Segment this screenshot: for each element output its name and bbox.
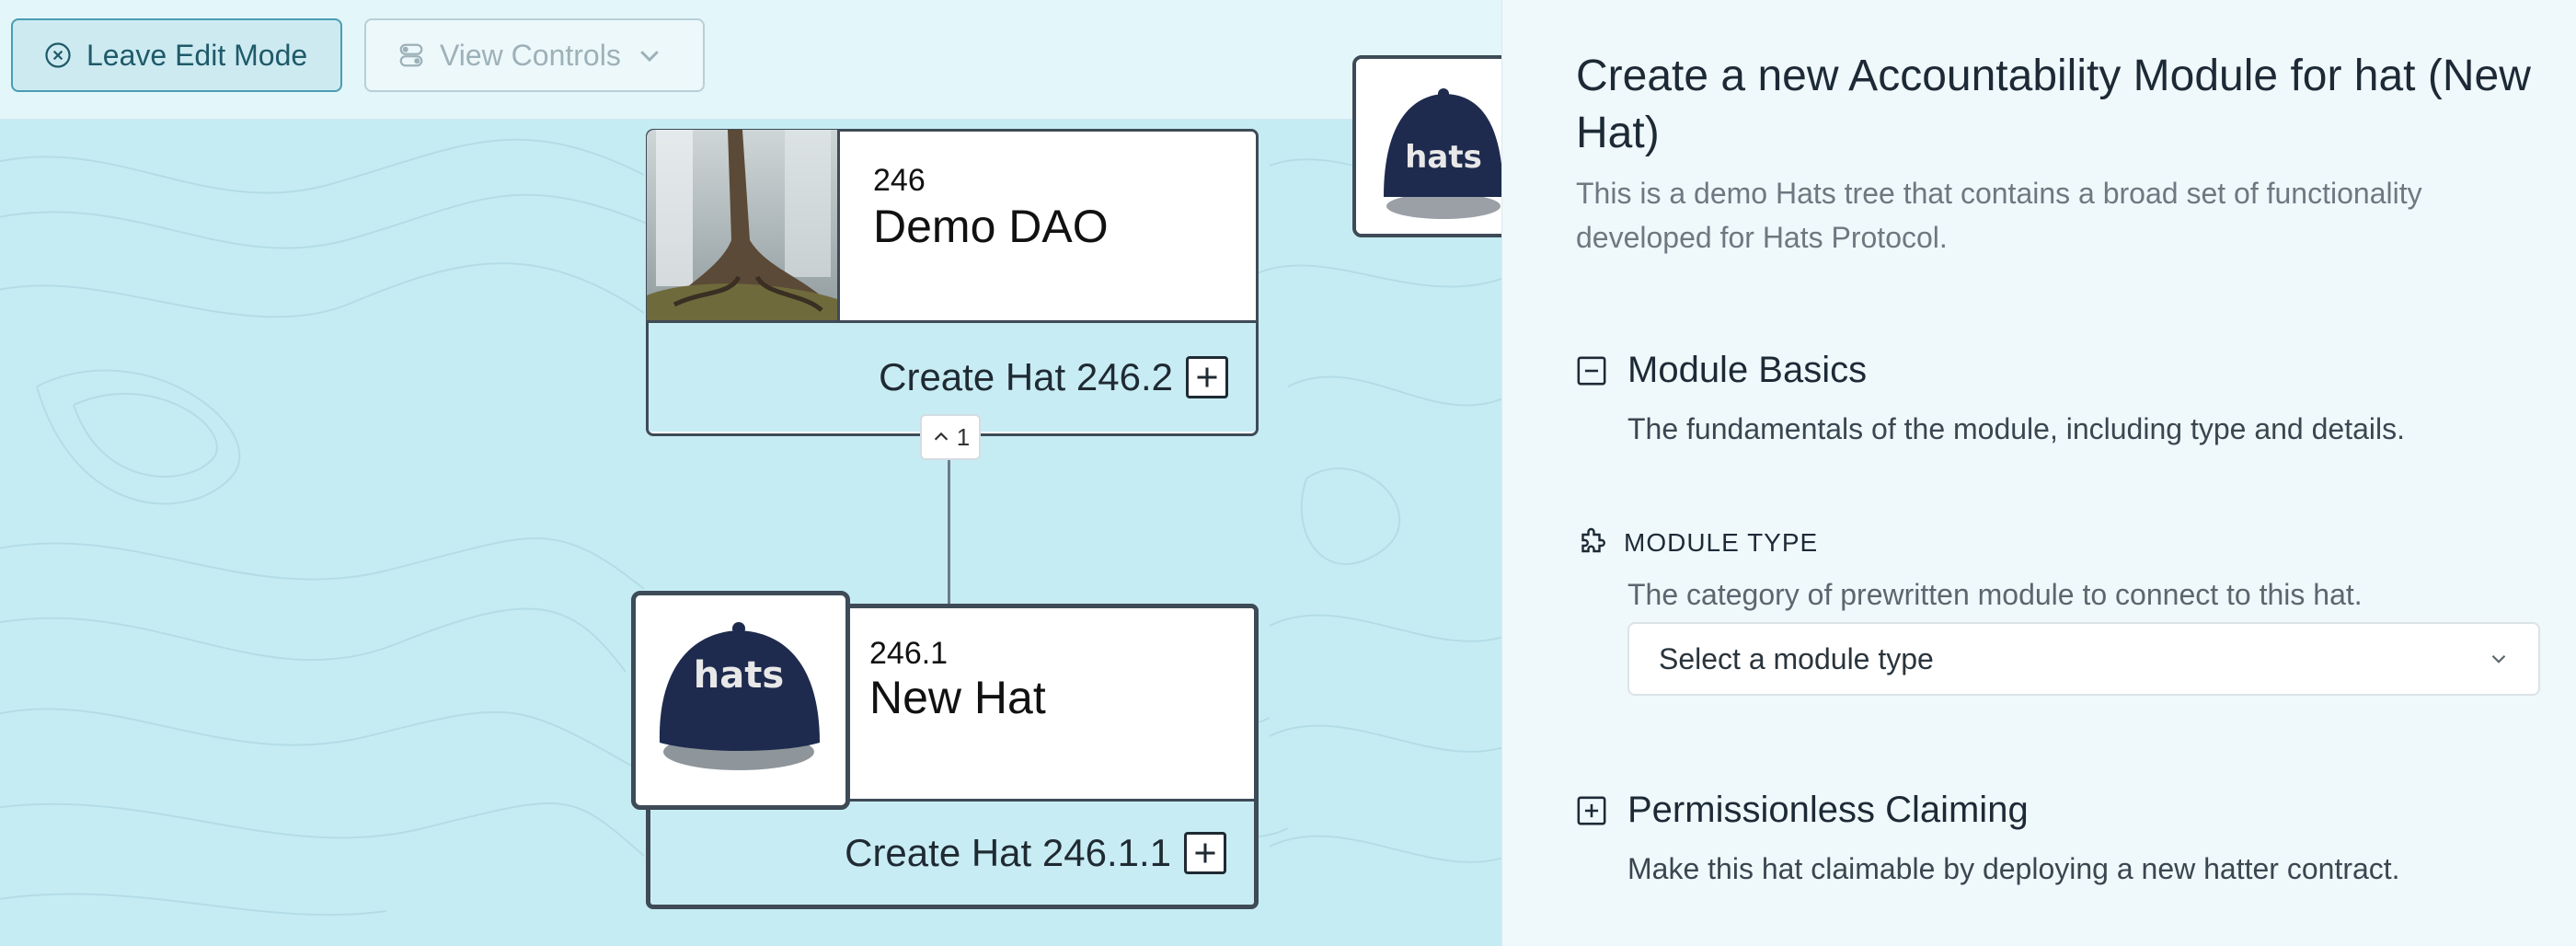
collapse-toggle[interactable]: 1 — [920, 414, 981, 460]
tree-image — [647, 130, 840, 323]
module-type-help: The category of prewritten module to con… — [1627, 578, 2363, 611]
section-title: Module Basics — [1627, 350, 1868, 390]
hat-image: hats — [636, 595, 845, 805]
hat-image-frame: hats — [631, 591, 850, 810]
tree-canvas[interactable]: Leave Edit Mode View Controls — [0, 0, 1501, 946]
children-count: 1 — [956, 422, 971, 451]
create-module-panel: Create a new Accountability Module for h… — [1501, 0, 2576, 946]
chevron-down-icon — [2491, 654, 2506, 663]
chevron-up-icon — [934, 432, 948, 441]
create-hat-button[interactable]: Create Hat 246.2 — [649, 323, 1256, 432]
plus-icon — [1184, 832, 1226, 874]
section-description: Make this hat claimable by deploying a n… — [1627, 852, 2400, 885]
section-module-basics-header[interactable]: Module Basics — [1576, 350, 1867, 391]
section-title: Permissionless Claiming — [1627, 790, 2029, 830]
hat-id: 246 — [873, 163, 926, 198]
module-type-placeholder: Select a module type — [1659, 641, 1934, 675]
module-type-label: MODULE TYPE — [1576, 526, 1818, 560]
panel-description: This is a demo Hats tree that contains a… — [1576, 177, 2422, 254]
tree-connector — [948, 460, 950, 607]
canvas-toolbar: Leave Edit Mode View Controls — [0, 0, 1501, 120]
plus-icon — [1186, 356, 1228, 398]
create-hat-button[interactable]: Create Hat 246.1.1 — [650, 802, 1254, 905]
toggles-icon — [399, 43, 423, 67]
svg-text:hats: hats — [1405, 139, 1482, 176]
chevron-down-icon — [640, 51, 659, 63]
leave-edit-mode-button[interactable]: Leave Edit Mode — [11, 18, 342, 92]
leave-edit-mode-label: Leave Edit Mode — [86, 38, 308, 72]
puzzle-icon — [1581, 527, 1605, 553]
module-type-label-text: MODULE TYPE — [1624, 528, 1819, 557]
hat-name: New Hat — [869, 672, 1046, 723]
hat-image: hats — [1356, 59, 1501, 234]
svg-text:hats: hats — [694, 654, 784, 697]
create-hat-label: Create Hat 246.2 — [879, 355, 1173, 398]
module-type-select[interactable]: Select a module type — [1627, 622, 2540, 696]
expand-square-icon — [1577, 796, 1606, 825]
hat-name: Demo DAO — [873, 201, 1109, 252]
section-permissionless-header[interactable]: Permissionless Claiming — [1576, 790, 2029, 831]
create-hat-label: Create Hat 246.1.1 — [845, 831, 1171, 874]
collapse-square-icon — [1577, 356, 1606, 385]
view-controls-button[interactable]: View Controls — [364, 18, 705, 92]
panel-title: Create a new Accountability Module for h… — [1576, 52, 2531, 157]
hat-image-partial[interactable]: hats — [1352, 55, 1501, 237]
view-controls-label: View Controls — [440, 38, 621, 72]
section-description: The fundamentals of the module, includin… — [1627, 412, 2405, 445]
close-circle-icon — [45, 42, 71, 68]
hat-id: 246.1 — [869, 636, 949, 671]
